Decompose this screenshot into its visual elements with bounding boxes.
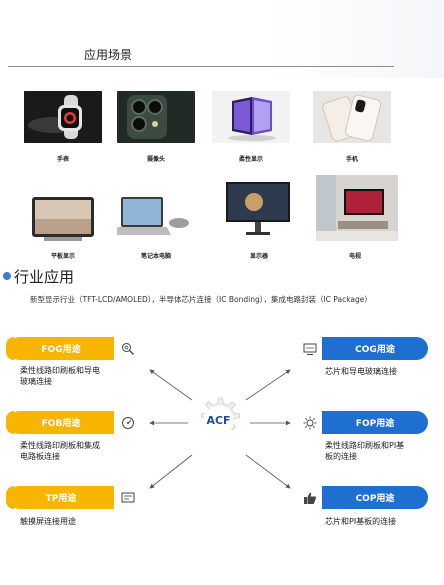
scene-image-laptop [117, 193, 195, 245]
use-desc-fog: 柔性线路印刷板和导电 玻璃连接 [20, 366, 100, 386]
laptop-icon [117, 193, 195, 245]
scene-image-tablet [24, 193, 102, 245]
acf-label: ACF [206, 414, 231, 427]
camera-icon [117, 91, 195, 143]
industry-title: 行业应用 [14, 268, 75, 286]
header-band [0, 0, 444, 78]
scene-image-flexible-display [212, 91, 290, 143]
section-title: 应用场景 [84, 48, 133, 62]
monitor-icon [224, 180, 292, 238]
search-gear-icon [122, 343, 134, 355]
acf-gear-icon [201, 397, 240, 436]
scene-image-camera [117, 91, 195, 143]
sun-gear-icon [303, 416, 317, 430]
scene-label: 电视 [348, 253, 361, 260]
scene-label: 平板显示 [50, 253, 75, 260]
use-desc-tp: 触摸屏连接用途 [20, 517, 76, 526]
use-pill-tp: TP用途 [8, 486, 114, 509]
scene-image-watch [24, 91, 102, 143]
scene-image-phone [313, 91, 391, 143]
use-desc-fob: 柔性线路印刷板和集成 电路板连接 [20, 441, 100, 461]
tv-icon [316, 175, 398, 241]
connector-lines [149, 369, 291, 489]
use-desc-cop: 芯片和PI基板的连接 [325, 517, 397, 526]
industry-description: 新型显示行业（TFT-LCD/AMOLED），半导体芯片连接（IC Bondin… [30, 295, 372, 304]
scene-label: 手表 [56, 156, 69, 163]
monitor-icon [303, 343, 317, 355]
scene-label: 笔记本电脑 [140, 253, 171, 260]
scene-image-tv [316, 175, 398, 241]
use-desc-cog: 芯片和导电玻璃连接 [325, 367, 397, 376]
scene-label: 摄像头 [146, 156, 165, 163]
use-pill-cog: COG用途 [322, 337, 428, 360]
screen-icon [121, 492, 135, 503]
gauge-icon [122, 417, 134, 429]
phone-icon [313, 91, 391, 143]
watch-icon [24, 91, 102, 143]
section-divider [8, 66, 394, 67]
scene-label: 手机 [345, 156, 358, 163]
scene-label: 显示器 [249, 253, 268, 260]
use-pill-fop: FOP用途 [322, 411, 428, 434]
section-bullet [3, 272, 11, 280]
thumbs-up-icon [304, 492, 317, 504]
use-pill-fog: FOG用途 [8, 337, 114, 360]
foldable-phone-icon [212, 91, 290, 143]
use-desc-fop: 柔性线路印刷板和PI基 板的连接 [325, 441, 405, 461]
use-pill-cop: COP用途 [322, 486, 428, 509]
tablet-icon [24, 193, 102, 245]
scene-image-monitor [224, 180, 292, 238]
use-pill-fob: FOB用途 [8, 411, 114, 434]
scene-label: 柔性显示 [238, 156, 263, 163]
